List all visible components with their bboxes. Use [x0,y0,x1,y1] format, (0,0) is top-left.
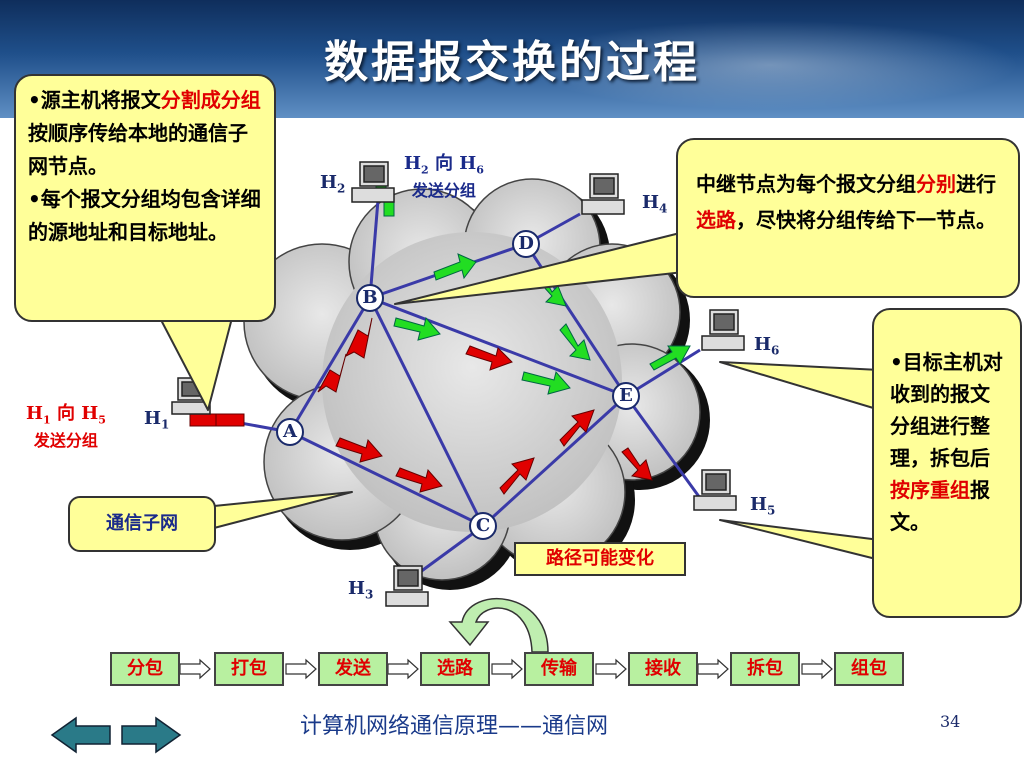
computer-h2-icon [351,161,395,203]
red-arrow-4 [395,467,443,493]
green-arrow-6 [649,345,691,371]
computer-h6-icon [701,309,745,351]
host-label-h1: H1 [144,408,170,432]
callout-destination-host: •目标主机对收到的报文分组进行整理，拆包后按序重组报文。 [872,308,1022,618]
host-label-h4: H4 [642,192,668,216]
page-number: 34 [940,712,961,731]
label-h1-to-h5: H1 向 H5 发送分组 [26,403,106,450]
label-h2-to-h6: H2 向 H6 发送分组 [404,153,484,200]
step-unpack: 拆包 [730,652,800,686]
computer-h5-icon [693,469,737,511]
host-label-h3: H3 [348,578,374,602]
step-pack: 打包 [214,652,284,686]
nav-prev-button[interactable] [50,716,111,754]
step-transmit: 传输 [524,652,594,686]
step-receive: 接收 [628,652,698,686]
red-packets [189,317,653,495]
red-arrow-6 [499,457,535,495]
node-e: E [612,382,640,410]
path-may-change-label: 路径可能变化 [514,542,686,576]
node-c: C [469,512,497,540]
computer-icons [171,161,745,607]
nav-next-button[interactable] [121,716,182,754]
step-route: 选路 [420,652,490,686]
curved-loop-arrow [448,598,549,653]
computer-h3-icon [385,565,429,607]
node-a: A [276,418,304,446]
green-arrow-1 [433,253,477,281]
step-send: 发送 [318,652,388,686]
green-packets [375,171,691,395]
red-arrow-1 [317,353,347,393]
node-b: B [356,284,384,312]
step-packetize: 分包 [110,652,180,686]
computer-h4-icon [581,173,625,215]
callout-source-host: •源主机将报文分割成分组按顺序传给本地的通信子网节点。 •每个报文分组均包含详细… [14,74,276,322]
callout-subnet: 通信子网 [68,496,216,552]
host-label-h5: H5 [750,494,776,518]
host-label-h6: H6 [754,334,780,358]
green-arrow-5 [559,323,591,361]
footer-text: 计算机网络通信原理——通信网 [300,714,609,739]
process-arrows [179,658,833,680]
red-arrow-8 [621,447,653,481]
green-arrow-2 [393,316,441,341]
computer-h1-icon [171,377,211,415]
step-reassemble: 组包 [834,652,904,686]
slide-title: 数据报交换的过程 [324,37,700,88]
red-arrow-3 [335,437,383,463]
callout-relay-node: 中继节点为每个报文分组分别进行选路，尽快将分组传给下一节点。 [676,138,1020,298]
red-arrow-7 [559,409,595,447]
host-label-h2: H2 [320,172,346,196]
green-arrow-3 [521,370,571,395]
red-arrow-2 [344,317,373,359]
node-d: D [512,230,540,258]
red-arrow-5 [465,345,513,371]
